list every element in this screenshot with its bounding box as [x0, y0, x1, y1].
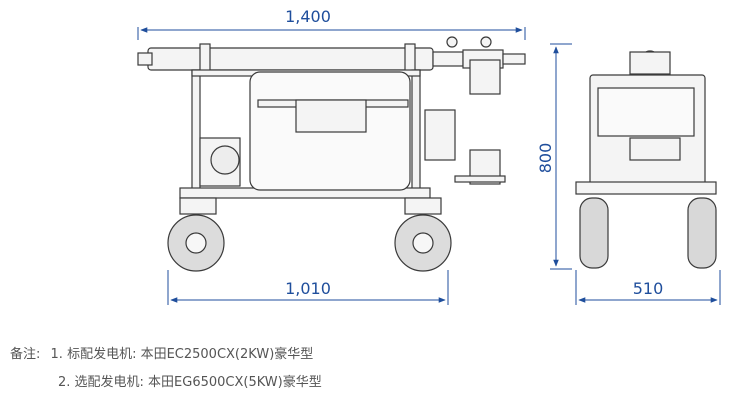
dim-label-510: 510: [633, 279, 664, 298]
front-base: [575, 181, 717, 195]
side-view: [137, 36, 526, 272]
boom-nozzle: [432, 51, 464, 67]
front-view: [575, 50, 717, 269]
caster-bracket-left: [179, 197, 217, 215]
left-tank-gauge: [210, 145, 240, 175]
valve-knob: [446, 36, 458, 48]
front-valve-mount: [629, 51, 671, 75]
dim-label-1010: 1,010: [285, 279, 331, 298]
wheel-left-hub: [185, 232, 207, 254]
notes-prefix: 备注:: [10, 347, 41, 362]
wheel-right-hub: [412, 232, 434, 254]
boom-end-cap: [137, 52, 153, 66]
side-frame-left: [191, 69, 201, 201]
dim-label-800: 800: [536, 143, 555, 174]
boom-tip: [502, 53, 526, 65]
notes-item-1: 1. 标配发电机: 本田EC2500CX(2KW)豪华型: [50, 347, 314, 362]
pump-rail: [454, 175, 506, 183]
notes-line-2: 2. 选配发电机: 本田EG6500CX(5KW)豪华型: [58, 371, 322, 390]
notes-line-1: 备注: 1. 标配发电机: 本田EC2500CX(2KW)豪华型: [10, 343, 313, 362]
valve-knob-2: [480, 36, 492, 48]
dim-label-1400: 1,400: [285, 7, 331, 26]
front-panel: [629, 137, 681, 161]
front-wheel-right: [687, 197, 717, 269]
notes-item-2: 2. 选配发电机: 本田EG6500CX(5KW)豪华型: [58, 375, 322, 390]
side-frame-right: [411, 69, 421, 201]
pump-block: [424, 109, 456, 161]
caster-bracket-right: [404, 197, 442, 215]
pump-stand: [469, 59, 501, 95]
front-generator: [597, 87, 695, 137]
dimension-lines: [137, 27, 721, 305]
boom-tube: [147, 47, 434, 71]
front-wheel-left: [579, 197, 609, 269]
generator-label-plate: [295, 99, 367, 133]
